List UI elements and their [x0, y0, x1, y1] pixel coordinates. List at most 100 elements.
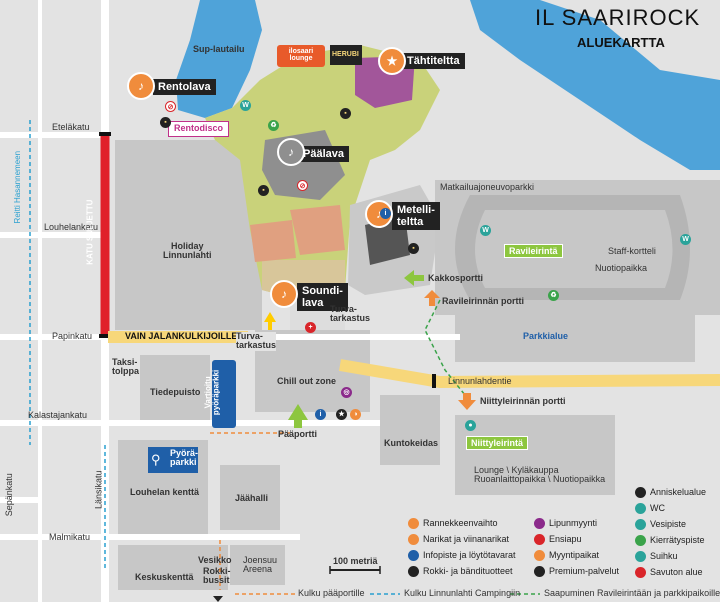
- map-subtitle: ALUEKARTTA: [577, 35, 665, 50]
- legend-item: Premium-palvelut: [534, 566, 620, 578]
- street-malmikatu: Malmikatu: [49, 532, 91, 542]
- label-taksitolppa: Taksi- tolppa: [112, 357, 139, 377]
- rentolava-icon: ♪: [127, 72, 155, 100]
- ticket-icon: [534, 518, 545, 530]
- no-smoking-icon: ⊘: [165, 101, 176, 112]
- logo-herubi: [330, 45, 362, 65]
- recycle-icon: ♻: [548, 290, 559, 301]
- label-parkkialue: Parkkialue: [523, 331, 569, 341]
- street-lansikatu: Länsikatu: [93, 470, 104, 509]
- label-scale: 100 metriä: [333, 556, 378, 566]
- stage-paalava: Päälava: [298, 146, 349, 163]
- label-niittyleirinta: Niittyleirintä: [466, 436, 529, 450]
- no-smoking-icon: ⊘: [297, 180, 308, 191]
- label-paaportti: Pääportti: [278, 429, 318, 439]
- label-vartioitu: Vartioitu pyöräparkki: [203, 369, 221, 416]
- label-turvatarkastus-2: Turva- tarkastus: [330, 304, 371, 324]
- logo-text: IL SAARIROCK: [535, 5, 701, 30]
- legend-item: Lipunmyynti: [534, 518, 597, 530]
- info-icon: [408, 550, 419, 562]
- legend-item: Suihku: [635, 551, 678, 563]
- legend-label: Kierrätyspiste: [650, 535, 705, 545]
- stage-soundilava: Soundi- lava: [297, 283, 348, 312]
- legend-label: Rannekkeenvaihto: [423, 518, 498, 528]
- legend-item: WC: [635, 503, 665, 515]
- label-louhelan-kentta: Louhelan kenttä: [130, 487, 200, 497]
- guarded-bike-parking: [212, 360, 236, 428]
- water-icon: ●: [465, 420, 476, 431]
- label-rokkibussit: Rokki- bussit: [203, 566, 231, 586]
- bike-icon: ⚲: [151, 452, 161, 467]
- soundilava-icon: ♪: [270, 280, 298, 308]
- wc-icon: W: [480, 225, 491, 236]
- shop-icon: [534, 550, 545, 562]
- closed-street-label: KATU SULJETTU: [85, 199, 95, 265]
- metelliteltta-icon: ♪: [365, 200, 393, 228]
- label-keskuskentta: Keskuskenttä: [135, 572, 194, 582]
- info-icon: i: [380, 208, 391, 219]
- label-ravileirinnan-portti: Ravileirinnän portti: [442, 296, 525, 306]
- legend-label: Infopiste ja löytötavarat: [423, 550, 516, 560]
- street-papinkatu: Papinkatu: [52, 331, 93, 341]
- legend-label: Savuton alue: [650, 567, 703, 577]
- route-legend-saapuminen: Saapuminen Ravileirintään ja parkkipaiko…: [544, 588, 720, 598]
- street-sepankatu: Sepänkatu: [3, 473, 14, 517]
- legend-label: Anniskelualue: [650, 487, 707, 497]
- legend-label: Vesipiste: [650, 519, 687, 529]
- label-kakkosportti: Kakkosportti: [428, 273, 484, 283]
- paalava-icon: ♪: [277, 138, 305, 166]
- route-legend-camping: Kulku Linnunlahti Campingiin: [404, 588, 521, 598]
- route-legend-paaportille: Kulku pääportille: [298, 588, 365, 598]
- stage-rentodisco: Rentodisco: [168, 121, 230, 137]
- stage-tahtiteltta: Tähtiteltta: [402, 53, 465, 70]
- label-sup-lautailu: Sup-lautailu: [193, 44, 245, 54]
- label-kuntokeidas: Kuntokeidas: [384, 438, 439, 448]
- label-tiedepuisto: Tiedepuisto: [150, 387, 201, 397]
- label-niittyleirinnan-portti: Niittyleirinnän portti: [480, 396, 566, 406]
- recycle-icon: ♻: [268, 120, 279, 131]
- tahtiteltta-icon: ★: [378, 47, 406, 75]
- label-matkailuajoneuvoparkki: Matkailuajoneuvoparkki: [440, 182, 535, 192]
- label-vesikko: Vesikko: [198, 555, 232, 565]
- label-joensuu-areena: Joensuu Areena: [243, 555, 278, 575]
- label-lounge: Lounge \ Kyläkauppa Ruoanlaittopaikka \ …: [474, 465, 606, 485]
- beer-icon: ▪: [340, 108, 351, 119]
- shower-icon: [635, 551, 646, 563]
- legend-label: Premium-palvelut: [549, 566, 620, 576]
- label-staff-kortteli: Staff-kortteli: [608, 246, 656, 256]
- label-pyoraparkki: Pyörä- parkki: [170, 448, 199, 468]
- beer-icon: ▪: [258, 185, 269, 196]
- cloakroom-icon: [408, 534, 419, 546]
- legend-item: Rokki- ja bänditu­otteet: [408, 566, 513, 578]
- wc-icon: W: [680, 234, 691, 245]
- water-icon: [635, 519, 646, 531]
- wristband-icon: [408, 518, 419, 530]
- pedestrian-only-label: VAIN JALANKULKIJOILLE: [125, 331, 238, 341]
- label-nuotiopaikka: Nuotiopaikka: [595, 263, 648, 273]
- premium-icon: [534, 566, 545, 578]
- stage-rentolava: Rentolava: [153, 79, 216, 96]
- premium-icon: ★: [336, 409, 347, 420]
- legend-item: Savuton alue: [635, 567, 703, 579]
- beer-icon: [635, 487, 646, 499]
- wc-icon: [635, 503, 646, 515]
- legend-label: WC: [650, 503, 665, 513]
- logo-ilosaari-lounge: [277, 45, 325, 67]
- legend-item: Infopiste ja löytötavarat: [408, 550, 516, 562]
- legend-label: Suihku: [650, 551, 678, 561]
- label-ravileirinta: Ravileirintä: [504, 244, 563, 258]
- wc-icon: W: [240, 100, 251, 111]
- legend-label: Myyntipaikat: [549, 550, 600, 560]
- logo-ilosaari-text: ilosaari lounge: [288, 48, 314, 63]
- logo-herubi-text: HERUBI: [332, 51, 359, 58]
- street-louhelankatu: Louhelankatu: [44, 222, 99, 232]
- street-kalastajankatu: Kalastajankatu: [28, 410, 88, 420]
- beer-icon: ▪: [408, 243, 419, 254]
- legend-item: Narikat ja viinanarikat: [408, 534, 509, 546]
- legend-item: Kierrätyspiste: [635, 535, 705, 547]
- legend-label: Ensiapu: [549, 534, 582, 544]
- legend-label: Rokki- ja bänditu­otteet: [423, 566, 513, 576]
- label-holiday: Holiday Linnunlahti: [163, 241, 212, 261]
